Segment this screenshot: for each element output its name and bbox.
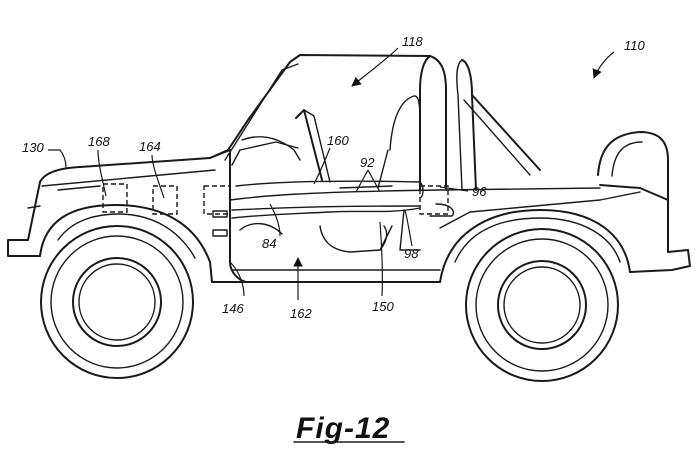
figure-label: Fig-12 — [296, 412, 390, 445]
ref-84: 84 — [262, 236, 276, 251]
leader-lines — [48, 47, 615, 300]
ref-118: 118 — [402, 34, 423, 49]
ref-98: 98 — [404, 246, 419, 261]
ref-162: 162 — [290, 306, 312, 321]
ref-168: 168 — [88, 134, 110, 149]
reference-numerals: 110 118 130 168 164 160 92 96 84 98 146 … — [22, 34, 645, 321]
ref-130: 130 — [22, 140, 44, 155]
ref-96: 96 — [472, 184, 487, 199]
vehicle-body — [7, 54, 691, 283]
ref-150: 150 — [372, 299, 394, 314]
rear-wheel — [465, 228, 619, 382]
ref-146: 146 — [222, 301, 244, 316]
ref-160: 160 — [327, 133, 349, 148]
ref-164: 164 — [139, 139, 161, 154]
ref-110: 110 — [624, 38, 645, 53]
front-wheel — [40, 225, 194, 379]
ref-92: 92 — [360, 155, 375, 170]
